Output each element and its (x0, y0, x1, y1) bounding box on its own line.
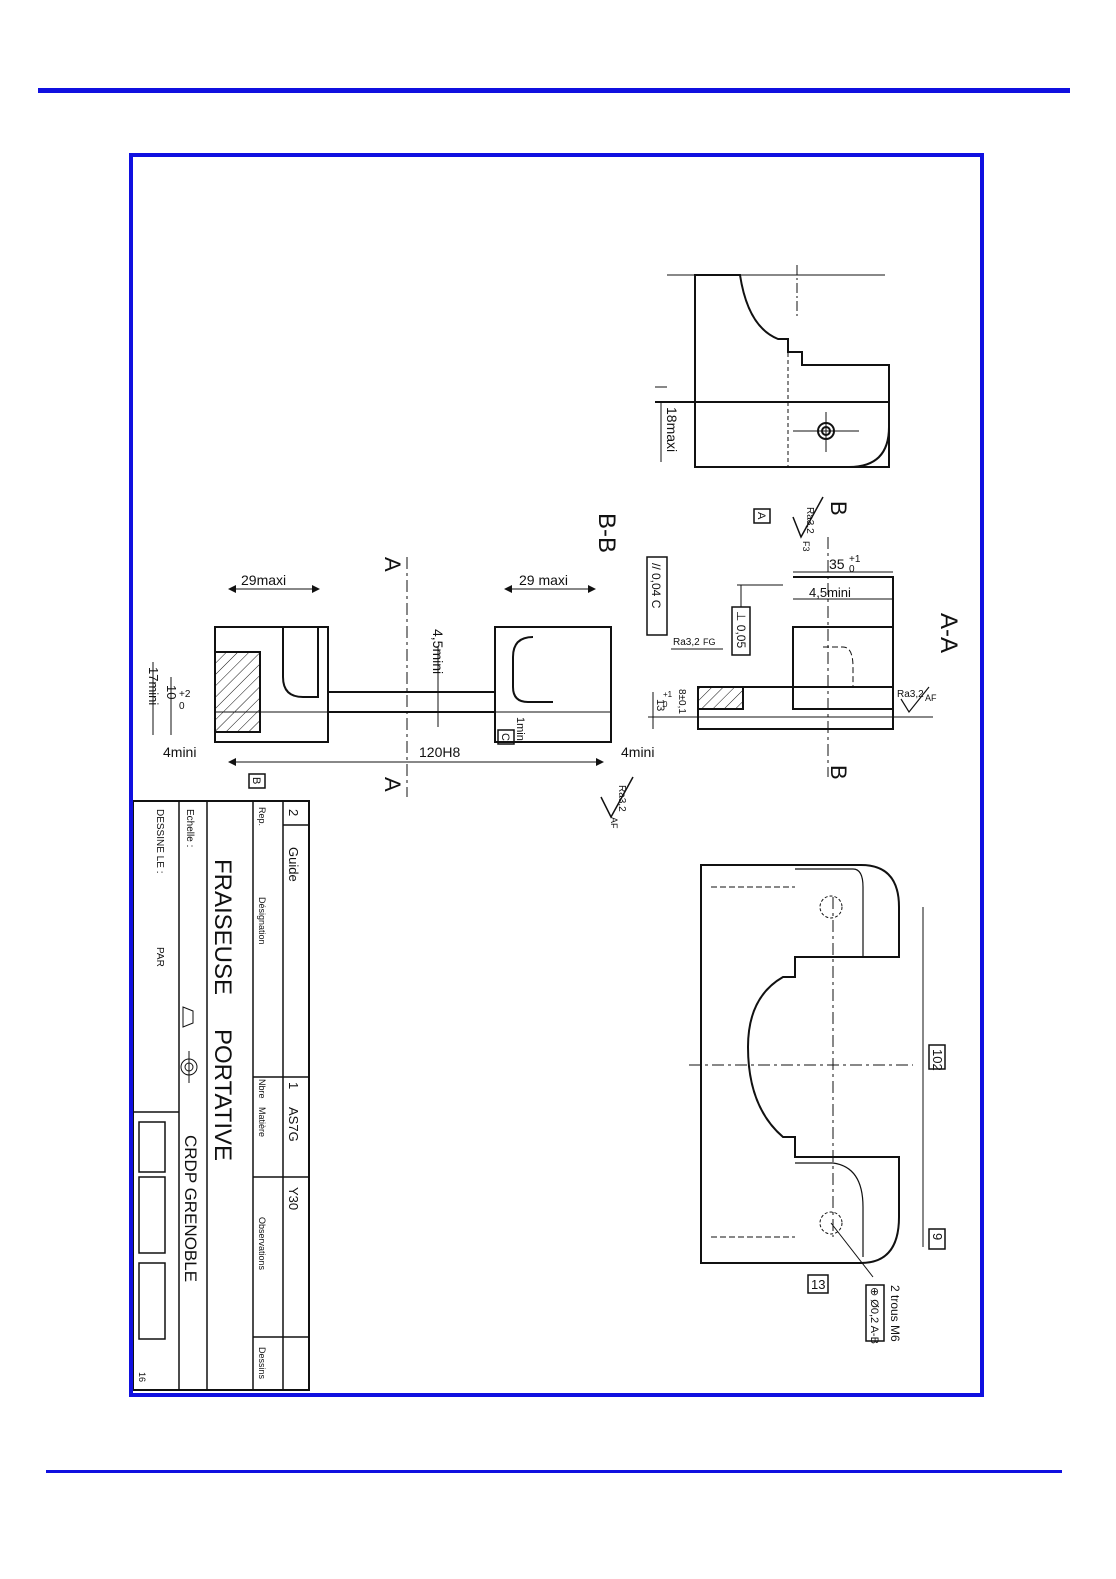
dim-4-5mini-aa: 4,5mini (809, 585, 851, 600)
section-bb-label: B-B (593, 513, 620, 553)
svg-text:FG: FG (703, 637, 716, 647)
svg-text:Matière: Matière (257, 1107, 267, 1137)
datum-c-box: C (499, 733, 511, 741)
parallelism-frame: // 0,04 C (646, 556, 668, 636)
dim-17mini: 17mini (146, 667, 161, 705)
holes-note: 2 trous M6 (888, 1285, 902, 1342)
svg-text:Ra3,2: Ra3,2 (804, 507, 815, 534)
aa-dimension-lines (652, 571, 893, 729)
dim-1mini: 1mini (514, 717, 526, 743)
svg-text:Ra3,2: Ra3,2 (616, 785, 627, 812)
section-aa-view (648, 537, 933, 777)
par-label: PAR (154, 947, 165, 967)
svg-text:Dessins: Dessins (257, 1347, 267, 1380)
bb-dimension-lines (152, 585, 604, 766)
svg-text:AS7G: AS7G (286, 1107, 301, 1142)
cut-b-top-label: B (826, 501, 851, 516)
section-aa-label: A-A (935, 613, 962, 653)
datum-a-box: A (755, 512, 767, 520)
title-block (133, 800, 310, 1391)
svg-text:Y30: Y30 (286, 1187, 301, 1210)
projection-symbol (180, 1006, 198, 1083)
drawn-label: DESSINE LE : (154, 809, 165, 873)
dim-13-tol: +1 (663, 690, 673, 699)
datum-b-box: B (250, 777, 262, 784)
svg-text:1: 1 (286, 1082, 301, 1089)
bottom-rule (46, 1470, 1062, 1473)
svg-text:Nbre: Nbre (257, 1079, 267, 1099)
top-rule (38, 88, 1070, 93)
dim-13: 13 (654, 699, 666, 711)
technical-drawing: 18maxi 29maxi 29 maxi 4,5mini 17mini 10 … (133, 265, 962, 1391)
dim-29maxi-right: 29 maxi (519, 572, 568, 588)
dim-35-tol: +1 (849, 554, 861, 565)
dim-10-tol: +2 (179, 689, 191, 700)
dim-4-5mini-bb: 4,5mini (430, 629, 446, 674)
svg-text:// 0,04 C: // 0,04 C (649, 563, 663, 609)
roughness-top: Ra3,2 F3 (792, 496, 824, 552)
svg-text:Observations: Observations (257, 1217, 267, 1271)
perpendicularity-frame: ⊥ 0,05 (731, 585, 751, 656)
dim-9: 9 (930, 1233, 945, 1240)
dim-8: 8±0,1 (676, 689, 687, 714)
end-view-top-right (655, 265, 890, 468)
top-view-dimension-boxes (807, 1044, 946, 1342)
dim-13-box: 13 (811, 1277, 825, 1292)
dim-18maxi: 18maxi (664, 407, 680, 452)
cut-a-top-label: A (380, 557, 405, 572)
dim-35-tol-lo: 0 (849, 564, 855, 575)
svg-text:Désignation: Désignation (257, 897, 267, 945)
dim-10: 10 (164, 685, 179, 699)
svg-text:Rep.: Rep. (257, 807, 267, 826)
top-view-bottom-right (689, 864, 924, 1264)
dim-10-tol-lo: 0 (179, 701, 185, 712)
sheet-number: 16 (137, 1372, 147, 1382)
title-block-row: 2 Guide 1 AS7G Y30 (286, 809, 301, 1210)
svg-text:Ra3,2: Ra3,2 (673, 637, 700, 648)
svg-text:AF: AF (609, 817, 619, 829)
cut-b-bottom-label: B (826, 765, 851, 780)
svg-text:Ra3,2: Ra3,2 (897, 689, 924, 700)
svg-text:⊥ 0,05: ⊥ 0,05 (734, 611, 748, 648)
dim-102: 102 (930, 1049, 945, 1071)
section-bb-view (214, 557, 612, 797)
organization: CRDP GRENOBLE (181, 1135, 200, 1282)
svg-text:AF: AF (925, 693, 937, 703)
svg-text:Guide: Guide (286, 847, 301, 882)
dim-13-tol-lo: 0 (663, 700, 668, 709)
roughness-left: Ra3,2 AF (600, 776, 634, 829)
dim-4mini-left: 4mini (163, 744, 196, 760)
scale-label: Echelle : (184, 809, 195, 847)
dim-120h8: 120H8 (419, 744, 460, 760)
dim-29maxi-left: 29maxi (241, 572, 286, 588)
svg-text:2: 2 (286, 809, 301, 816)
title-block-headers: Rep. Désignation Nbre Matière Observatio… (257, 807, 267, 1380)
title-line1: FRAISEUSE (209, 859, 236, 995)
cut-a-bottom-label: A (380, 777, 405, 792)
position-tolerance: ⊕ Ø0,2 A-B (868, 1287, 880, 1344)
roughness-fg: Ra3,2 FG (671, 637, 723, 650)
title-line2: PORTATIVE (209, 1029, 236, 1161)
svg-text:F3: F3 (801, 541, 811, 552)
roughness-af: Ra3,2 AF (897, 686, 937, 714)
drawing-frame: 18maxi 29maxi 29 maxi 4,5mini 17mini 10 … (129, 153, 984, 1397)
dim-4mini-right: 4mini (621, 744, 654, 760)
dim-35: 35 (829, 556, 845, 572)
